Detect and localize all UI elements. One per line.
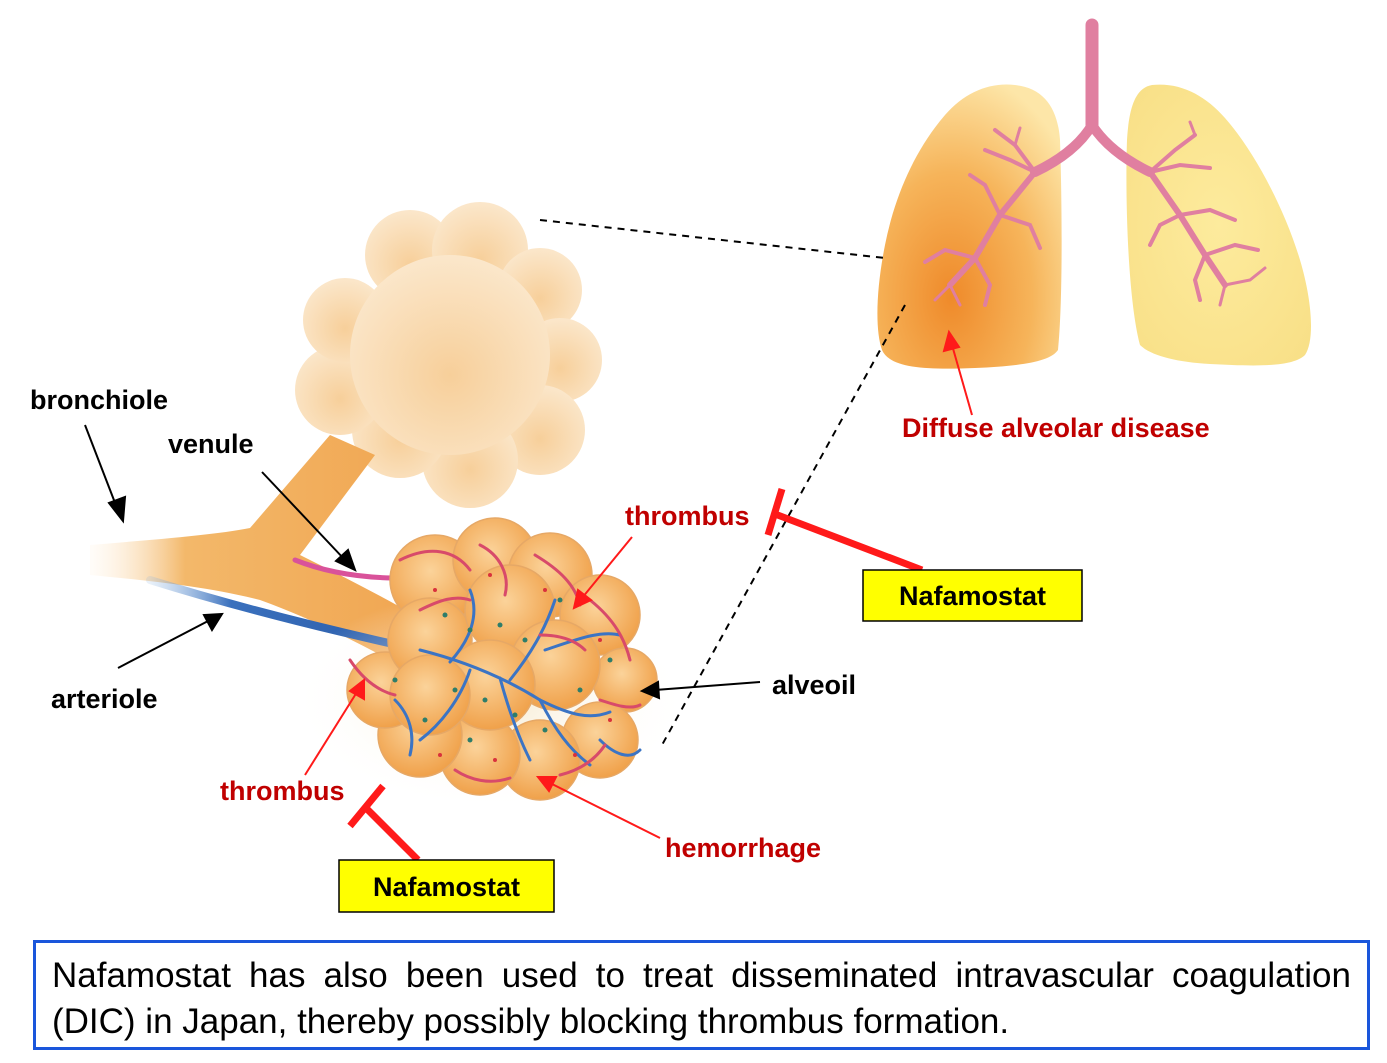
inhibitor-upper [764, 487, 924, 574]
label-alveoil: alveoil [772, 670, 856, 700]
zoom-guide-lower [661, 304, 906, 746]
zoom-guide-upper [539, 219, 886, 259]
label-thrombus-lower: thrombus [220, 776, 345, 806]
drug-box-lower: Nafamostat [338, 859, 555, 913]
label-thrombus-upper: thrombus [625, 501, 750, 531]
venule-vessel [292, 557, 395, 581]
pointer-arrows [84, 329, 973, 839]
label-diffuse-alveolar-disease: Diffuse alveolar disease [902, 413, 1210, 443]
drug-label-lower: Nafamostat [373, 872, 520, 902]
drug-box-upper: Nafamostat [862, 569, 1083, 622]
caption-box: Nafamostat has also been used to treat d… [33, 940, 1370, 1050]
airway-tree [923, 18, 1267, 307]
label-bronchiole: bronchiole [30, 385, 168, 415]
label-arteriole: arteriole [51, 684, 158, 714]
alveoli-cluster [290, 517, 690, 810]
right-lung [1126, 84, 1312, 366]
label-hemorrhage: hemorrhage [665, 833, 821, 863]
left-lung [877, 84, 1062, 369]
lungs-illustration [877, 18, 1312, 369]
label-venule: venule [168, 429, 254, 459]
inhibitor-lower [347, 783, 421, 863]
drug-label-upper: Nafamostat [899, 581, 1046, 611]
caption-text: Nafamostat has also been used to treat d… [52, 956, 1351, 1041]
alveolar-sac-cloud [295, 202, 602, 508]
